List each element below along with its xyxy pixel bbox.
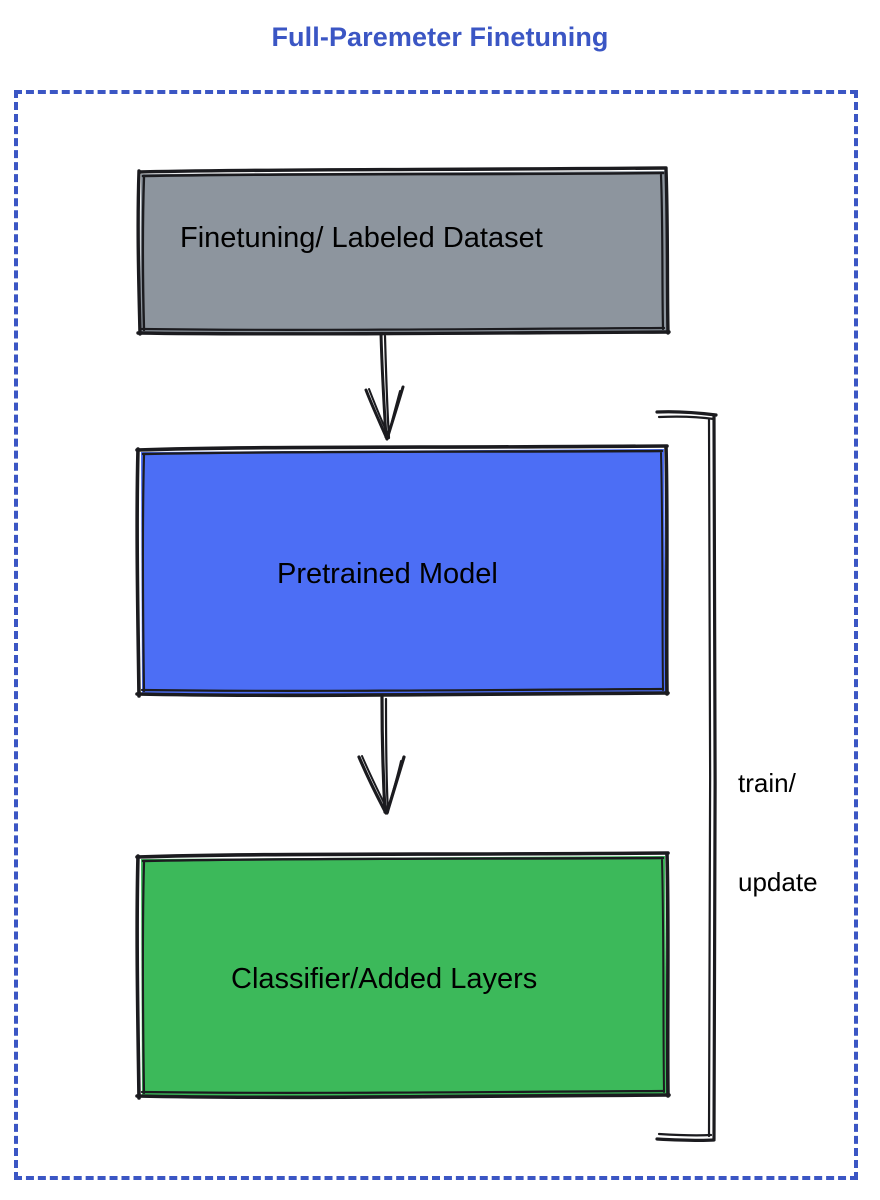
- node-label-dataset: Finetuning/ Labeled Dataset: [180, 222, 543, 254]
- arrow-dataset-to-pretrained-target[interactable]: [355, 334, 411, 442]
- node-classifier[interactable]: [137, 853, 669, 1098]
- feedback-bracket-target[interactable]: [655, 408, 721, 1144]
- edge-label-train-update: train/ update: [738, 700, 818, 966]
- edge-label-line-1: train/: [738, 767, 796, 798]
- edge-label-line-2: update: [738, 867, 818, 898]
- node-label-classifier: Classifier/Added Layers: [231, 963, 538, 995]
- node-dataset[interactable]: [138, 168, 670, 335]
- arrow-pretrained-to-classifier-target[interactable]: [355, 697, 411, 815]
- node-label-pretrained: Pretrained Model: [277, 558, 498, 590]
- page-title: Full-Paremeter Finetuning: [271, 22, 609, 52]
- node-pretrained[interactable]: [137, 446, 669, 697]
